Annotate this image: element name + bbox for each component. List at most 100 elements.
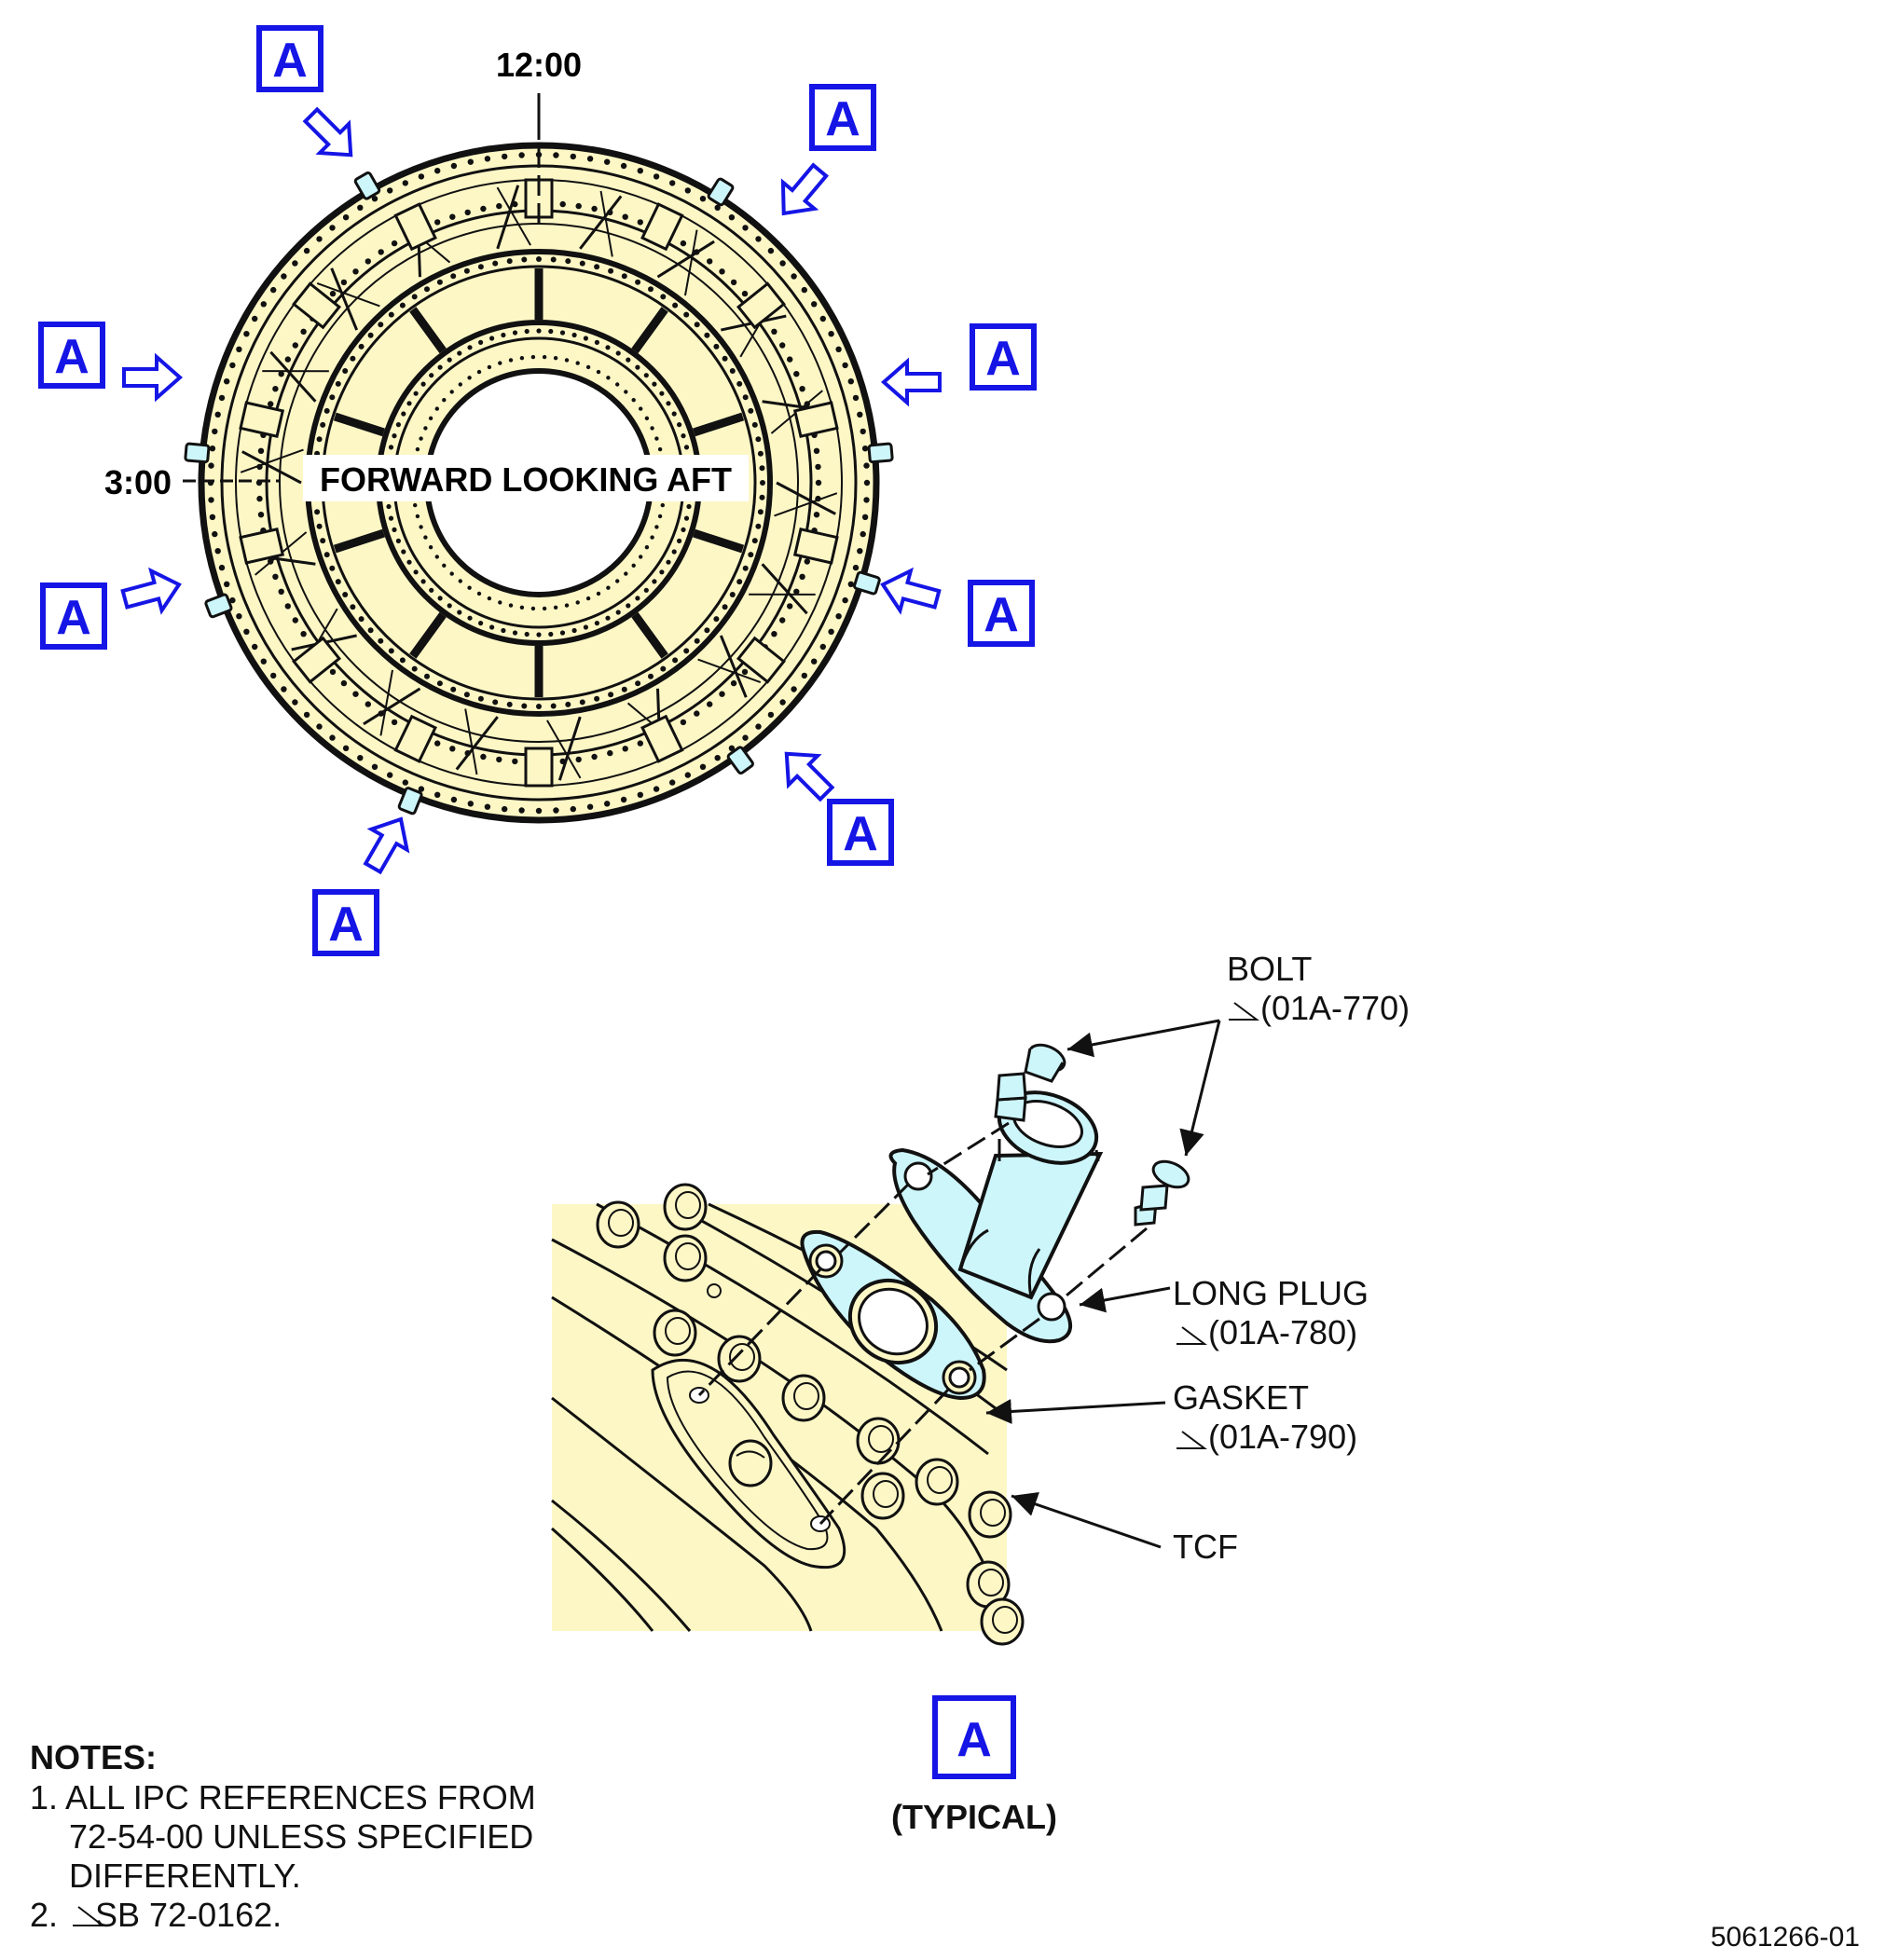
bolt-hole xyxy=(644,588,649,593)
bolt-hole xyxy=(635,680,640,686)
bolt-hole xyxy=(638,740,643,746)
bolt-hole xyxy=(805,401,810,406)
bolt-hole xyxy=(639,406,642,410)
bolt-hole xyxy=(791,686,796,692)
bolt-hole xyxy=(638,792,643,798)
bolt-hole xyxy=(350,356,355,362)
bolt-hole xyxy=(683,312,689,318)
bolt-hole xyxy=(595,340,599,345)
bolt-hole xyxy=(760,465,765,471)
bolt-hole xyxy=(478,621,483,625)
bolt-hole xyxy=(329,734,335,740)
bolt-hole xyxy=(400,303,406,308)
bolt-hole xyxy=(635,365,640,370)
panel-bolt xyxy=(862,1473,903,1518)
bolt-hole xyxy=(389,648,394,653)
bolt-hole xyxy=(449,214,455,220)
bolt-hole xyxy=(392,528,396,532)
gasket-label: GASKET xyxy=(1173,1378,1309,1417)
callout-a-letter: A xyxy=(328,898,364,952)
hollow-arrow-icon xyxy=(884,362,940,403)
bolt-hole xyxy=(520,356,524,360)
bolt-hole xyxy=(595,621,599,625)
bolt-hole xyxy=(635,596,640,600)
bolt-hole xyxy=(742,225,748,230)
bolt-hole xyxy=(586,365,590,369)
bolt-hole xyxy=(654,436,658,440)
bolt-hole xyxy=(268,401,273,406)
bolt-hole xyxy=(755,723,761,729)
bolt-hole xyxy=(330,669,336,675)
sb-delta-icon xyxy=(1229,1003,1257,1020)
bolt-hole xyxy=(450,273,456,279)
bolt-hole xyxy=(219,395,225,401)
bolt-hole xyxy=(661,503,665,507)
tcf-ring-view: 12:00 3:00 FORWARD LOOKING AFT xyxy=(104,46,892,820)
bolt-hole xyxy=(591,754,597,760)
bolt-hole xyxy=(450,687,456,692)
bolt-hole xyxy=(863,497,869,502)
bolt-hole xyxy=(650,535,654,539)
bolt-hole xyxy=(421,579,426,583)
bolt-hole xyxy=(755,436,761,442)
bolt-hole xyxy=(336,381,341,387)
note-2: 2. SB 72-0162. xyxy=(30,1896,282,1934)
bolt-hole xyxy=(571,806,576,812)
bolt-hole xyxy=(658,447,662,451)
bolt-hole xyxy=(208,462,213,468)
panel-bolt xyxy=(982,1599,1023,1644)
bolt-hole xyxy=(412,666,418,672)
hollow-arrow-icon xyxy=(119,565,184,619)
bolt-hole xyxy=(719,692,724,697)
hollow-arrow-icon xyxy=(772,739,841,808)
bolt-hole xyxy=(437,280,443,285)
bolt-hole xyxy=(560,330,565,335)
bolt-hole xyxy=(392,720,397,725)
bolt-hole xyxy=(468,801,474,806)
bolt-hole xyxy=(215,412,221,418)
callout-a: A xyxy=(259,28,365,170)
bolt-hole xyxy=(700,764,706,770)
bolt-hole xyxy=(536,808,542,814)
bolt-hole xyxy=(279,371,284,377)
panel-bolt xyxy=(665,1185,706,1229)
bolt-hole xyxy=(704,627,709,633)
bolt-hole xyxy=(828,629,833,635)
bolt-hole xyxy=(597,592,600,596)
bolt-hole xyxy=(531,607,535,610)
bolt-hole xyxy=(580,261,585,267)
bolt-hole xyxy=(654,173,659,179)
bolt-hole xyxy=(424,674,430,679)
bolt-hole xyxy=(485,156,490,161)
bolt-hole xyxy=(279,589,284,595)
bolt-hole xyxy=(498,600,502,604)
bolt-hole xyxy=(605,616,610,621)
bolt-hole xyxy=(543,355,546,359)
bolt-hole xyxy=(594,696,599,702)
bolt-hole xyxy=(576,757,582,762)
bolt-hole xyxy=(464,268,470,274)
bolt-hole xyxy=(423,535,427,539)
bolt-hole xyxy=(695,638,700,644)
bolt-hole xyxy=(669,180,675,185)
bolt-hole xyxy=(368,627,374,633)
bolt-hole xyxy=(316,236,322,241)
bolt-hole xyxy=(478,340,483,345)
bolt-hole xyxy=(403,180,408,185)
callout-a-letter: A xyxy=(984,588,1019,642)
bolt-hole xyxy=(215,548,221,554)
bolt-hole xyxy=(695,322,700,327)
bolt-hole xyxy=(304,712,310,718)
bolt-hole xyxy=(632,398,636,402)
hollow-arrow-icon xyxy=(877,565,942,619)
bolt-hole xyxy=(787,603,792,609)
bolt-hole xyxy=(509,603,513,607)
bolt-hole xyxy=(560,630,565,635)
bolt-hole xyxy=(814,448,819,454)
bolt-hole xyxy=(429,417,433,420)
bolt-hole xyxy=(768,248,774,254)
bolt-hole xyxy=(659,391,664,396)
bolt-hole xyxy=(758,509,764,514)
bolt-hole xyxy=(666,401,670,405)
bolt-hole xyxy=(419,173,424,179)
